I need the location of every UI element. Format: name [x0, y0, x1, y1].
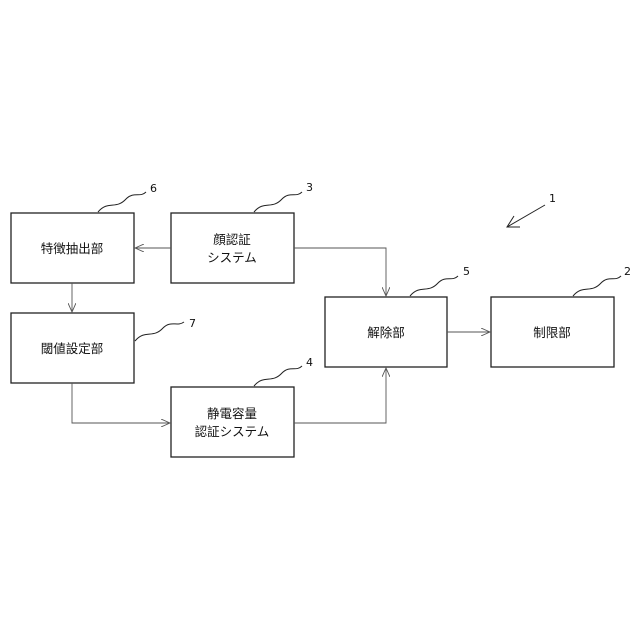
capacitance-auth-label-line2: 認証システム: [195, 424, 270, 439]
ref-leader-6: [98, 192, 146, 212]
capacitance-auth-block: 静電容量 認証システム: [171, 387, 294, 457]
ref-leader-2: [573, 276, 621, 296]
ref-leader-3: [254, 192, 302, 212]
ref-number-2: 2: [624, 265, 631, 278]
capacitance-auth-label-line1: 静電容量: [207, 406, 257, 421]
feature-extraction-label: 特徴抽出部: [41, 241, 104, 256]
threshold-label: 閾値設定部: [41, 341, 104, 356]
system-ref-arrow: [507, 205, 545, 227]
face-auth-label-line2: システム: [207, 250, 257, 265]
ref-leader-4: [254, 366, 302, 386]
feature-extraction-block: 特徴抽出部: [11, 213, 134, 283]
ref-leader-7: [135, 322, 184, 341]
threshold-block: 閾値設定部: [11, 313, 134, 383]
restriction-label: 制限部: [533, 325, 571, 340]
ref-number-5: 5: [463, 265, 470, 278]
release-block: 解除部: [325, 297, 447, 367]
system-ref-number: 1: [549, 192, 556, 205]
restriction-block: 制限部: [491, 297, 614, 367]
ref-number-6: 6: [150, 182, 157, 195]
ref-number-3: 3: [306, 181, 313, 194]
ref-leader-5: [410, 276, 458, 296]
capacitance-auth-box: [171, 387, 294, 457]
arrow-capacitance-to-release: [294, 368, 386, 423]
ref-number-4: 4: [306, 356, 313, 369]
face-auth-box: [171, 213, 294, 283]
arrow-face-to-release: [294, 248, 386, 296]
release-label: 解除部: [367, 325, 405, 340]
ref-number-7: 7: [189, 317, 196, 330]
face-auth-label-line1: 顔認証: [213, 232, 251, 247]
face-auth-block: 顔認証 システム: [171, 213, 294, 283]
arrow-threshold-to-capacitance: [72, 383, 170, 423]
